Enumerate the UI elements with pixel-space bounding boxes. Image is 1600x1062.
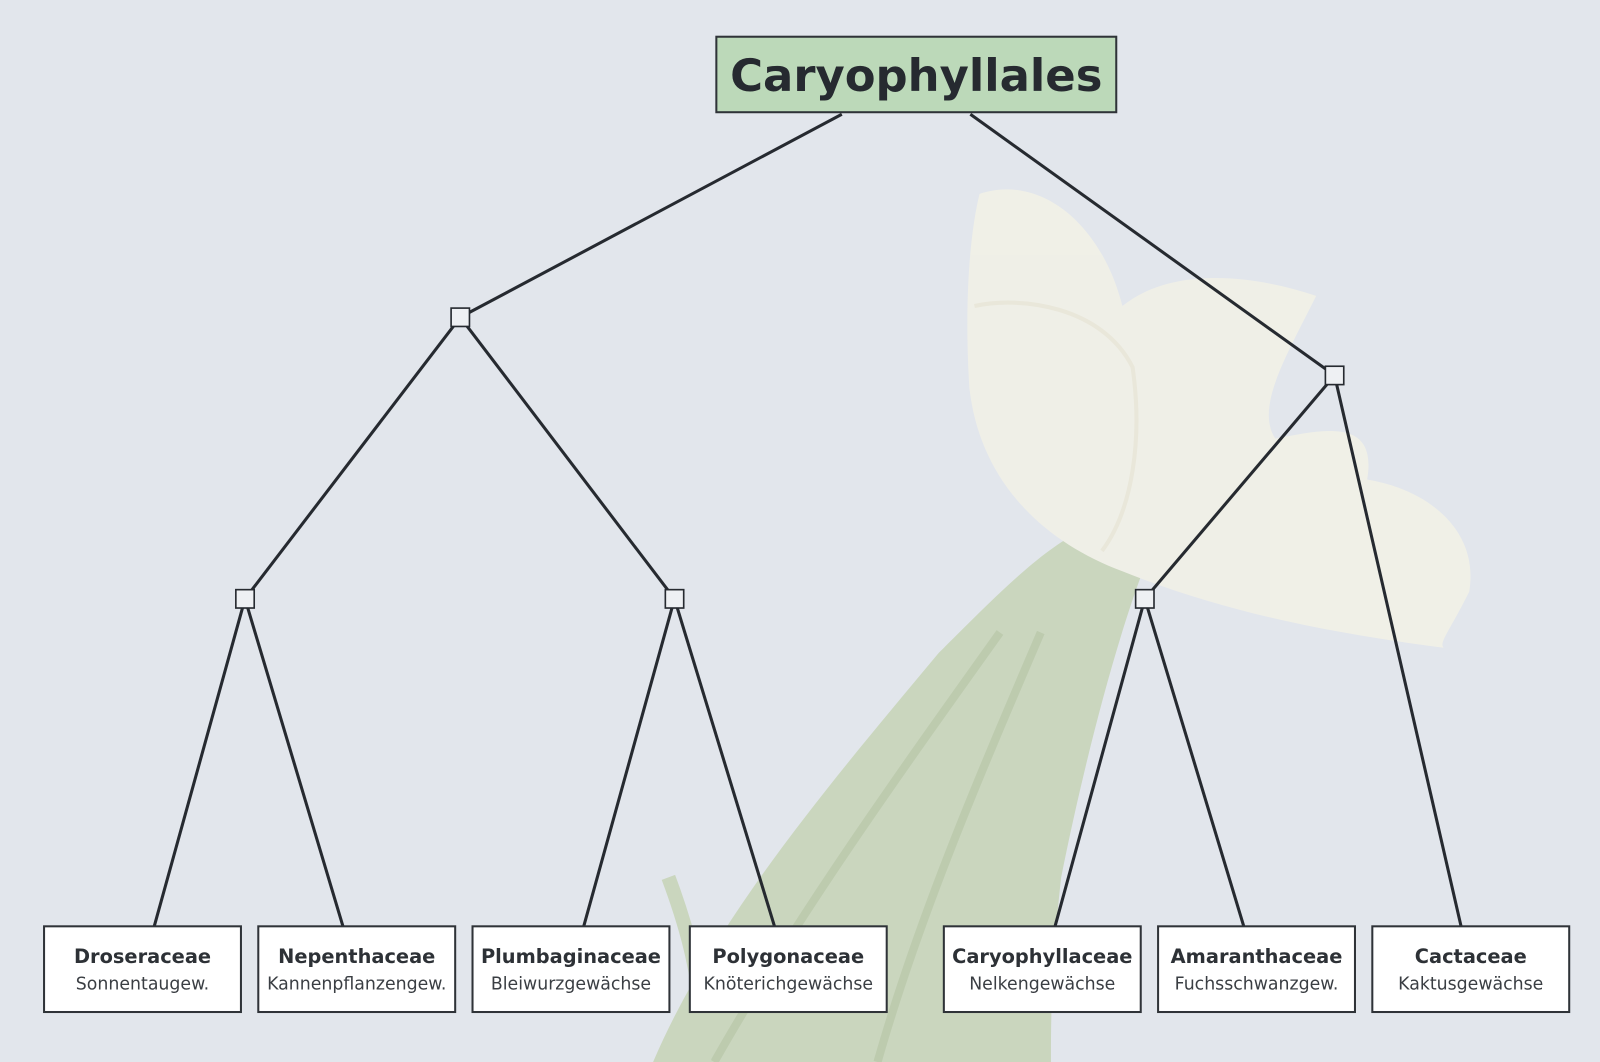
leaf-nodes: Droseraceae Sonnentaugew. Nepenthaceae K… [43,925,1571,1014]
family-common-name: Knöterichgewächse [704,975,874,995]
internal-node [235,588,256,609]
internal-node [1324,365,1345,386]
edge [243,316,462,600]
edge [1143,374,1336,600]
edge [1333,375,1463,927]
edge [1053,598,1147,927]
family-name: Amaranthaceae [1171,945,1343,968]
family-name: Cactaceae [1415,945,1527,968]
leaf-droseraceae: Droseraceae Sonnentaugew. [43,925,242,1014]
family-common-name: Sonnentaugew. [76,975,209,995]
root-box [715,35,1118,114]
family-name: Polygonaceae [712,945,864,968]
edge-root-right [969,113,1336,377]
leaf-plumbaginaceae: Plumbaginaceae Bleiwurzgewächse [471,925,671,1014]
root-label: Caryophyllales [730,49,1102,102]
leaf-caryophyllaceae: Caryophyllaceae Nelkengewächse [942,925,1142,1014]
leaf-polygonaceae: Polygonaceae Knöterichgewächse [688,925,888,1014]
internal-node [1134,588,1155,609]
family-common-name: Nelkengewächse [969,975,1115,995]
family-common-name: Fuchsschwanzgew. [1175,975,1339,995]
family-name: Droseraceae [74,945,211,968]
leaf-cactaceae: Cactaceae Kaktusgewächse [1371,925,1571,1014]
leaf-amaranthaceae: Amaranthaceae Fuchsschwanzgew. [1157,925,1356,1014]
family-name: Nepenthaceae [278,945,435,968]
family-name: Plumbaginaceae [481,945,661,968]
family-common-name: Kaktusgewächse [1398,975,1543,995]
leaf-nepenthaceae: Nepenthaceae Kannenpflanzengew. [257,925,457,1014]
internal-nodes [235,307,1345,609]
edge [243,598,345,927]
edge [582,598,676,927]
family-common-name: Kannenpflanzengew. [267,975,446,995]
edge [152,598,247,927]
family-common-name: Bleiwurzgewächse [491,975,651,995]
edge [459,316,676,600]
edges [152,112,1463,927]
edge [673,598,776,927]
edge [1143,598,1246,927]
root-node: Caryophyllales [715,35,1118,114]
edge-root-left [459,112,843,319]
internal-node [450,307,471,328]
internal-node [664,588,685,609]
family-name: Caryophyllaceae [952,945,1132,968]
